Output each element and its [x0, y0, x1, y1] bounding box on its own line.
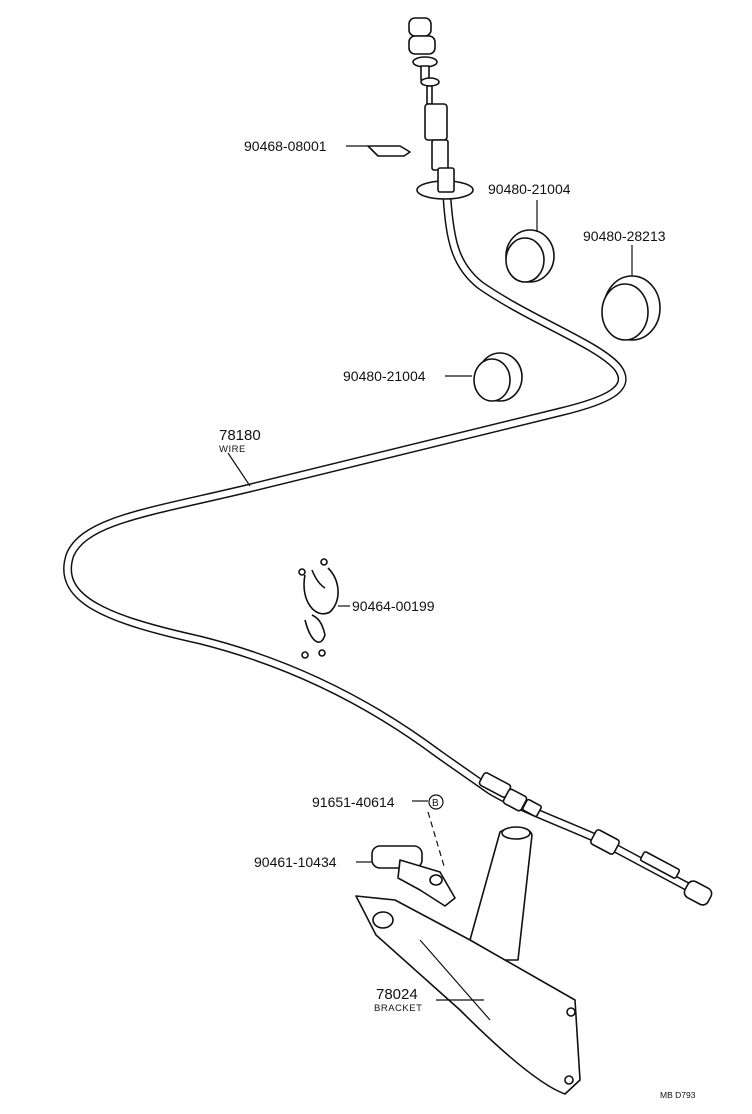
label-clamp: 90464-00199 [352, 598, 435, 614]
upper-cable-end [408, 17, 474, 200]
wire-leader [227, 452, 251, 487]
label-grommet-large: 90480-28213 [583, 228, 666, 244]
label-bracket-name: BRACKET [374, 1003, 422, 1014]
lower-cable-end [478, 772, 713, 906]
label-grommet-upper: 90480-21004 [488, 181, 571, 197]
label-clip: 90468-08001 [244, 138, 327, 154]
grommet-large [601, 245, 661, 341]
grommet-middle [445, 352, 523, 402]
diagram-code: MB D793 [660, 1090, 696, 1100]
label-pin: 90461-10434 [254, 854, 337, 870]
clip-part [346, 145, 411, 157]
label-bolt: 91651-40614 [312, 794, 395, 810]
label-bolt-marker: B [432, 798, 439, 809]
pin-part [356, 845, 456, 907]
bolt-leader [427, 811, 445, 867]
label-bracket-number: 78024 [376, 986, 418, 1003]
label-wire-number: 78180 [219, 427, 261, 444]
wire-cable [63, 193, 695, 893]
bolt-marker-circle [428, 794, 444, 810]
grommet-upper [505, 200, 555, 283]
bracket-part [355, 826, 581, 1095]
label-grommet-middle: 90480-21004 [343, 368, 426, 384]
clamp-part [298, 558, 350, 659]
label-wire-name: WIRE [219, 444, 246, 455]
